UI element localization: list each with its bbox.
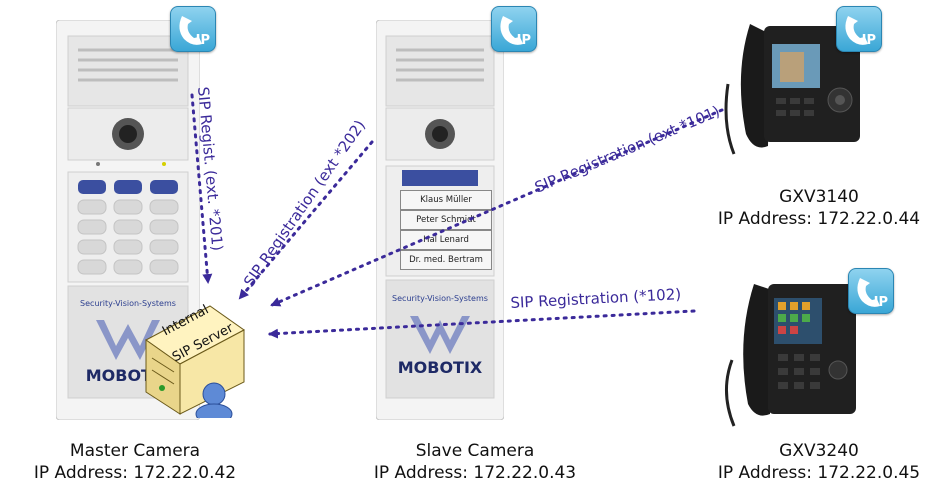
- slave-name-row-3: Hal Lenard: [400, 230, 492, 250]
- phone-handset-icon: [500, 16, 523, 45]
- gxv3140-illustration: [724, 24, 860, 155]
- slave-brand-tagline: Security-Vision-Systems: [392, 294, 488, 303]
- slave-ip: IP Address: 172.22.0.43: [373, 463, 577, 483]
- arrow-master: [190, 93, 213, 284]
- ip-badge-text: IP: [516, 33, 531, 48]
- gxv3240-phone: [718, 280, 868, 430]
- ip-badge-gxv3240: IP: [848, 268, 894, 314]
- gxv3140-ip: IP Address: 172.22.0.44: [717, 209, 921, 229]
- arrow-gxv3140: [270, 108, 724, 307]
- slave-name: Slave Camera: [415, 441, 535, 461]
- phone-handset-icon: [179, 16, 202, 45]
- master-brand-tagline: Security-Vision-Systems: [80, 299, 176, 308]
- server-icon: [145, 305, 245, 425]
- ip-badge-gxv3140: IP: [836, 6, 882, 52]
- caption-slave: Slave Camera IP Address: 172.22.0.43: [360, 440, 590, 484]
- gxv3140-name: GXV3140: [779, 187, 859, 207]
- slave-brand-logo: MOBOTIX: [397, 358, 483, 377]
- master-name: Master Camera: [69, 441, 201, 461]
- arrow-slave: [238, 140, 374, 300]
- phone-handset-icon: [857, 278, 880, 307]
- gxv3240-ip: IP Address: 172.22.0.45: [717, 463, 921, 483]
- ip-badge-slave: IP: [491, 6, 537, 52]
- gxv3240-illustration: [724, 284, 856, 427]
- caption-gxv3140: GXV3140 IP Address: 172.22.0.44: [704, 186, 934, 230]
- slave-name-row-1: Klaus Müller: [400, 190, 492, 210]
- ip-badge-text: IP: [195, 33, 210, 48]
- ip-badge-master: IP: [170, 6, 216, 52]
- master-ip: IP Address: 172.22.0.42: [33, 463, 237, 483]
- slave-name-row-4: Dr. med. Bertram: [400, 250, 492, 270]
- caption-master: Master Camera IP Address: 172.22.0.42: [20, 440, 250, 484]
- slave-name-row-2: Peter Schmidt: [400, 210, 492, 230]
- caption-gxv3240: GXV3240 IP Address: 172.22.0.45: [704, 440, 934, 484]
- gxv3140-phone: [720, 14, 870, 164]
- slave-camera: Klaus Müller Peter Schmidt Hal Lenard Dr…: [375, 19, 505, 421]
- gxv3240-name: GXV3240: [779, 441, 859, 461]
- sip-server: Internal SIP Server: [140, 300, 250, 425]
- arrow-gxv3240: [268, 309, 696, 339]
- phone-handset-icon: [845, 16, 868, 45]
- ip-badge-text: IP: [861, 33, 876, 48]
- ip-badge-text: IP: [873, 295, 888, 310]
